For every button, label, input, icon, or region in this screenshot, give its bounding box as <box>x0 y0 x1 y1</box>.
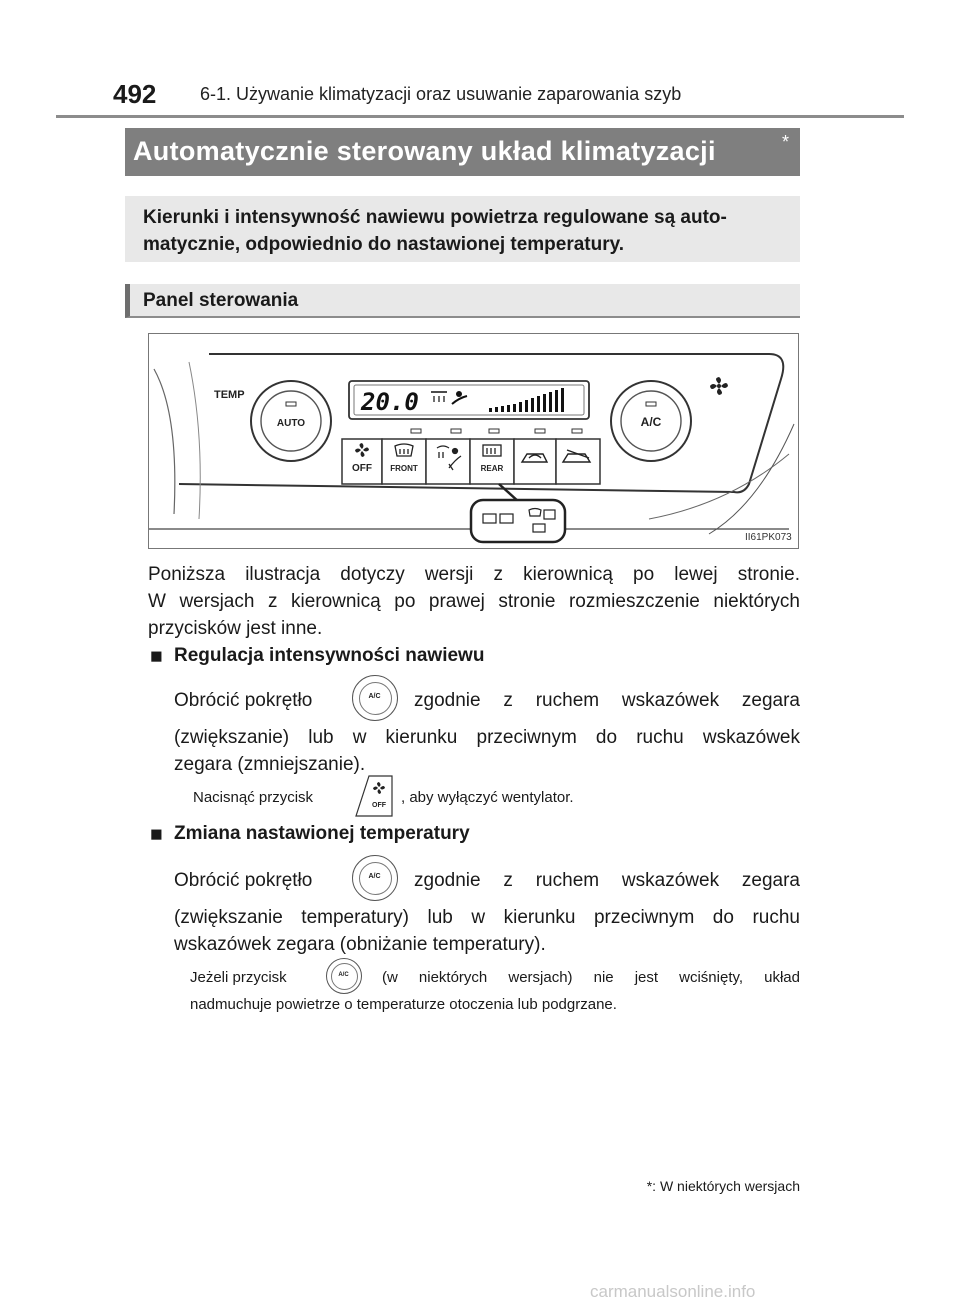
ac-note-end: nadmuchuje powietrze o temperaturze otoc… <box>190 996 617 1013</box>
off-button-label: OFF <box>352 463 372 474</box>
display-inner <box>353 384 585 416</box>
fan-instruction-line: (zwiększanie) lub w kierunku przeciwnym … <box>174 727 800 748</box>
ac-knob-icon-label: A/C <box>368 873 381 880</box>
ac-knob-icon-label: A/C <box>368 693 381 700</box>
fan-instruction-start: Obrócić pokrętło <box>174 690 313 711</box>
temp-instruction-start: Obrócić pokrętło <box>174 870 313 891</box>
front-defog-icon <box>394 443 414 457</box>
control-panel-drawing: TEMP AUTO A/C 20.0 <box>149 353 795 544</box>
intro-box <box>125 196 800 262</box>
mode-button <box>425 438 471 485</box>
front-button-label: FRONT <box>390 464 418 473</box>
climate-display <box>348 380 590 420</box>
display-airflow-icon <box>431 391 468 405</box>
off-button-icon-label: OFF <box>372 802 387 809</box>
layout-note-line: Poniższa ilustracja dotyczy wersji z kie… <box>148 564 800 585</box>
rear-button-label: REAR <box>481 464 504 473</box>
outside-air-icon <box>561 449 592 463</box>
ac-label: A/C <box>641 415 662 429</box>
layout-note-line: przycisków jest inne. <box>148 618 323 639</box>
auto-button <box>260 390 322 452</box>
watermark: carmanualsonline.info <box>590 1282 756 1301</box>
panel-outline <box>178 353 785 494</box>
fan-off-note-end: , aby wyłączyć wentylator. <box>401 789 574 806</box>
ac-knob-icon: A/C <box>352 855 398 901</box>
control-panel-figure: TEMP AUTO A/C 20.0 <box>148 333 799 549</box>
ac-indicator <box>645 401 657 407</box>
recirculation-icon <box>520 453 549 463</box>
temp-instruction-line: (zwiększanie temperatury) lub w kierunku… <box>174 907 800 928</box>
ac-note-middle: (w niektórych wersjach) nie jest wciśnię… <box>382 969 800 986</box>
callout-front-rear-icon <box>528 507 556 533</box>
page-number: 492 <box>113 79 157 109</box>
ac-button <box>620 390 682 452</box>
ac-note-start: Jeżeli przycisk <box>190 969 287 986</box>
ac-button-icon-ring <box>331 963 358 990</box>
ac-knob-icon: A/C <box>352 675 398 721</box>
footnote: *: W niektórych wersjach <box>646 1178 800 1194</box>
rear-defog-button <box>469 438 515 485</box>
off-button-icon-drawing: OFF <box>355 775 393 817</box>
panel-heading: Panel sterowania <box>143 290 299 311</box>
trim-curve <box>648 453 790 520</box>
auto-label: AUTO <box>277 418 305 429</box>
steering-edge <box>153 368 176 515</box>
button-row <box>341 438 601 485</box>
fan-off-note-start: Nacisnąć przycisk <box>193 789 314 806</box>
ac-button-icon: A/C <box>326 958 362 994</box>
temp-instruction-line: wskazówek zegara (obniżanie temperatury)… <box>174 934 546 955</box>
temp-section-heading: Zmiana nastawionej temperatury <box>174 823 470 844</box>
auto-indicator <box>285 401 297 407</box>
chapter-title: 6-1. Używanie klimatyzacji oraz usuwanie… <box>200 84 682 104</box>
mode-airflow-icon <box>436 445 462 471</box>
section-title: Automatycznie sterowany układ klimatyzac… <box>133 136 716 166</box>
rear-defog-icon <box>482 444 502 457</box>
callout-box <box>469 498 567 544</box>
figure-code: II61PK073 <box>745 532 792 543</box>
fan-instruction-end: zgodnie z ruchem wskazówek zegara <box>414 690 800 711</box>
intro-text: Kierunki i intensywność nawiewu powietrz… <box>143 207 727 255</box>
header-rule <box>56 115 904 118</box>
display-temperature: 20.0 <box>360 388 419 416</box>
off-button-icon: OFF <box>355 775 393 817</box>
ac-button-icon-label: A/C <box>338 972 349 978</box>
layout-note-line: W wersjach z kierownicą po prawej stroni… <box>148 591 800 612</box>
temp-instruction-end: zgodnie z ruchem wskazówek zegara <box>414 870 800 891</box>
fan-speed-bars <box>489 388 564 412</box>
title-footnote-marker: * <box>782 132 790 152</box>
panel-heading-box <box>125 284 800 318</box>
bullet-square: ■ <box>150 823 163 846</box>
fan-instruction-line: zegara (zmniejszanie). <box>174 754 366 775</box>
front-defog-button <box>381 438 427 485</box>
temp-label: TEMP <box>214 389 245 401</box>
bullet-square: ■ <box>150 645 163 668</box>
off-fan-icon <box>355 443 369 457</box>
fan-icon <box>710 377 728 395</box>
button-indicators <box>410 428 583 434</box>
steering-edge-inner <box>188 361 201 520</box>
callout-rear-defog-icon <box>482 513 514 524</box>
trim-curve-2 <box>708 423 795 535</box>
fan-section-heading: Regulacja intensywności nawiewu <box>174 645 485 666</box>
section-title-bar <box>125 128 800 176</box>
